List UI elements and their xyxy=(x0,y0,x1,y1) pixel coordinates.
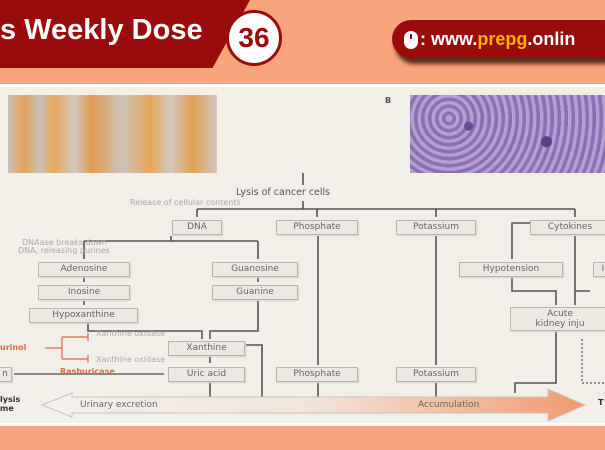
xanthine-box: Xanthine xyxy=(168,341,245,356)
allantoin-box: n xyxy=(0,367,12,382)
guanine-box: Guanine xyxy=(212,285,298,300)
adenosine-box: Adenosine xyxy=(38,262,130,277)
photo-urine-tubes xyxy=(8,95,217,173)
guanosine-box: Guanosine xyxy=(212,262,298,277)
xanthine-oxidase-label-2: Xanthine oxidase xyxy=(96,355,166,364)
release-label: Release of cellular contents xyxy=(130,198,241,207)
excretion-accumulation-arrow xyxy=(40,388,587,422)
cytokines-box: Cytokines xyxy=(530,220,605,235)
hypotension-box: Hypotension xyxy=(459,262,563,277)
lysis-label: Lysis of cancer cells xyxy=(236,187,331,198)
dnaase-label: DNAase breaks down xyxy=(22,238,108,247)
phosphate-box: Phosphate xyxy=(276,220,358,235)
dotted-feedback xyxy=(581,339,605,384)
phosphate-box-2: Phosphate xyxy=(276,367,358,382)
bottom-strip xyxy=(0,426,605,450)
tls-line-1: lysis xyxy=(0,395,21,404)
mouse-icon xyxy=(404,31,418,50)
aki-line-1: Acute xyxy=(547,309,573,319)
rasburicase-label: Rasburicase xyxy=(60,367,115,376)
uric-acid-box: Uric acid xyxy=(168,367,245,382)
dnaase-label-2: DNA, releasing purines xyxy=(18,246,110,255)
url-prefix: : www. xyxy=(420,29,478,49)
potassium-box-2: Potassium xyxy=(396,367,476,382)
website-link[interactable]: : www.prepg.onlin xyxy=(392,20,605,58)
tls-right-label: T xyxy=(598,398,604,407)
url-highlight: prepg xyxy=(477,29,528,49)
aki-line-2: kidney inju xyxy=(535,319,585,329)
photo-histology xyxy=(410,95,605,173)
url-suffix: .onlin xyxy=(527,29,576,49)
panel-b-label: B xyxy=(385,96,392,105)
page-title: s Weekly Dose xyxy=(0,14,203,46)
header-banner xyxy=(0,0,250,68)
inhibition-lines xyxy=(45,333,89,363)
figure-panel: B Lysis of cancer cells Release of cellu… xyxy=(0,84,605,426)
tls-line-2: me xyxy=(0,404,14,413)
dna-box: DNA xyxy=(172,220,222,235)
inflammation-box: I xyxy=(593,262,605,277)
issue-badge: 36 xyxy=(226,10,282,66)
xanthine-oxidase-label: Xanthine oxidase xyxy=(96,329,166,338)
accumulation-label: Accumulation xyxy=(418,400,480,410)
allopurinol-label: urinol xyxy=(0,343,27,352)
inosine-box: Inosine xyxy=(38,285,130,300)
potassium-box: Potassium xyxy=(396,220,476,235)
urinary-excretion-label: Urinary excretion xyxy=(80,400,158,410)
diagram-arrows xyxy=(14,173,590,407)
hypoxanthine-box: Hypoxanthine xyxy=(29,308,138,323)
